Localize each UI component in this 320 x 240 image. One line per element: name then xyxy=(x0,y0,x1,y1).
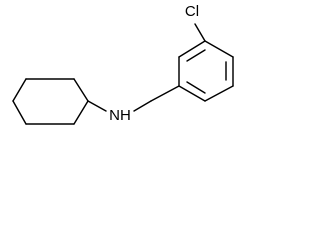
benzene-bond xyxy=(204,85,234,102)
benzene-inner-double-bond xyxy=(186,81,206,94)
phenyl-to-chlorine-bond xyxy=(194,23,206,42)
molecule-structure: Cl NH xyxy=(12,3,234,125)
chemical-structure-diagram: Cl NH xyxy=(12,2,234,125)
cyclohexyl-bond xyxy=(12,78,27,102)
benzene-bond xyxy=(204,40,234,58)
cyclohexyl-ring-visible xyxy=(12,78,89,125)
benzene-inner-double-bond xyxy=(186,49,206,62)
cyclohexyl-bond xyxy=(73,78,89,102)
amine-to-methylene-bond xyxy=(133,100,152,112)
methylene-to-phenyl-bond xyxy=(150,85,180,102)
chlorine-label: Cl xyxy=(185,3,199,20)
benzene-ring xyxy=(178,40,234,102)
cyclohexyl-bond xyxy=(12,100,27,125)
cyclohexyl-bond xyxy=(73,100,89,125)
cyclohexyl-to-amine-bond xyxy=(87,100,107,112)
benzene-bond xyxy=(178,85,206,102)
amine-label: NH xyxy=(109,107,131,124)
benzene-bond xyxy=(178,40,206,58)
